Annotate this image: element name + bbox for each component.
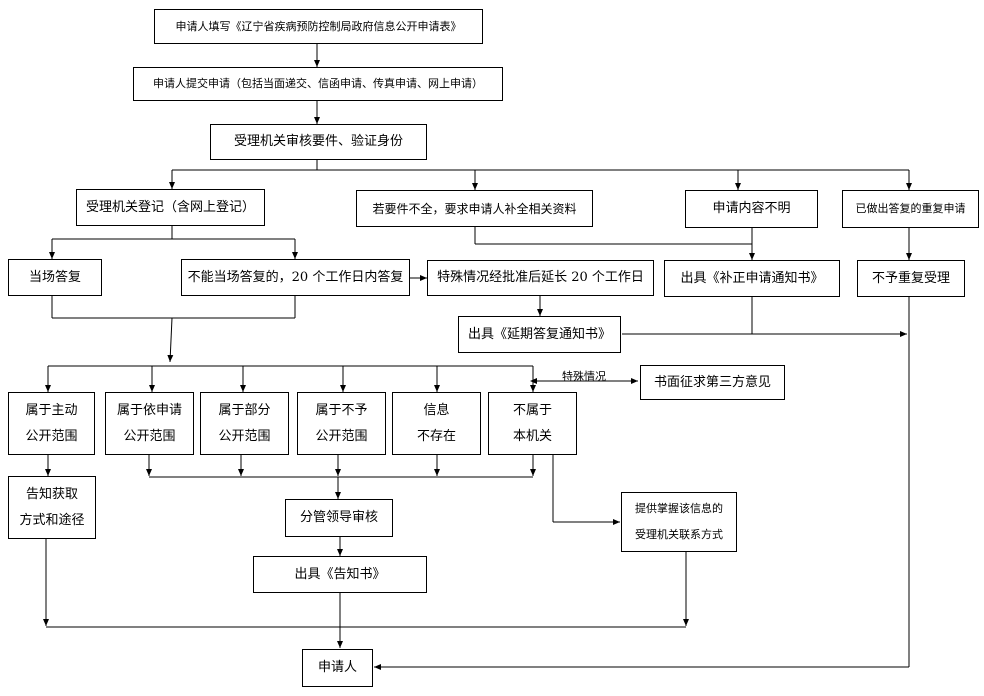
inform-access-method-box: 告知获取 方式和途径 <box>8 476 96 539</box>
leader-review-box: 分管领导审核 <box>285 499 393 537</box>
correction-notice-box: 出具《补正申请通知书》 <box>664 260 840 297</box>
fill-form-box: 申请人填写《辽宁省疾病预防控制局政府信息公开申请表》 <box>154 9 483 44</box>
contact-info-box: 提供掌握该信息的 受理机关联系方式 <box>621 492 737 552</box>
no-repeat-acceptance-box: 不予重复受理 <box>857 260 965 297</box>
delay-notice-box: 出具《延期答复通知书》 <box>458 316 621 353</box>
duplicate-request-box: 已做出答复的重复申请 <box>842 190 979 228</box>
category-not-disclosed-box: 属于不予 公开范围 <box>297 392 386 455</box>
special-case-label: 特殊情况 <box>562 370 606 383</box>
extend-20-days-box: 特殊情况经批准后延长 20 个工作日 <box>427 260 654 296</box>
review-verify-box: 受理机关审核要件、验证身份 <box>210 124 427 160</box>
submit-application-box: 申请人提交申请（包括当面递交、信函申请、传真申请、网上申请） <box>133 67 503 101</box>
incomplete-materials-box: 若要件不全，要求申请人补全相关资料 <box>356 190 593 227</box>
category-info-not-exist-box: 信息 不存在 <box>392 392 481 455</box>
category-partial-disclosure-box: 属于部分 公开范围 <box>200 392 289 455</box>
unclear-content-box: 申请内容不明 <box>685 190 818 228</box>
applicant-box: 申请人 <box>302 649 373 687</box>
category-active-disclosure-box: 属于主动 公开范围 <box>8 392 95 455</box>
category-request-disclosure-box: 属于依申请 公开范围 <box>105 392 194 455</box>
reply-within-20-days-box: 不能当场答复的，20 个工作日内答复 <box>181 259 410 296</box>
register-box: 受理机关登记（含网上登记） <box>76 189 265 226</box>
category-not-this-agency-box: 不属于 本机关 <box>488 392 577 455</box>
third-party-opinion-box: 书面征求第三方意见 <box>640 365 785 400</box>
notice-letter-box: 出具《告知书》 <box>253 556 427 593</box>
reply-on-spot-box: 当场答复 <box>8 259 102 296</box>
